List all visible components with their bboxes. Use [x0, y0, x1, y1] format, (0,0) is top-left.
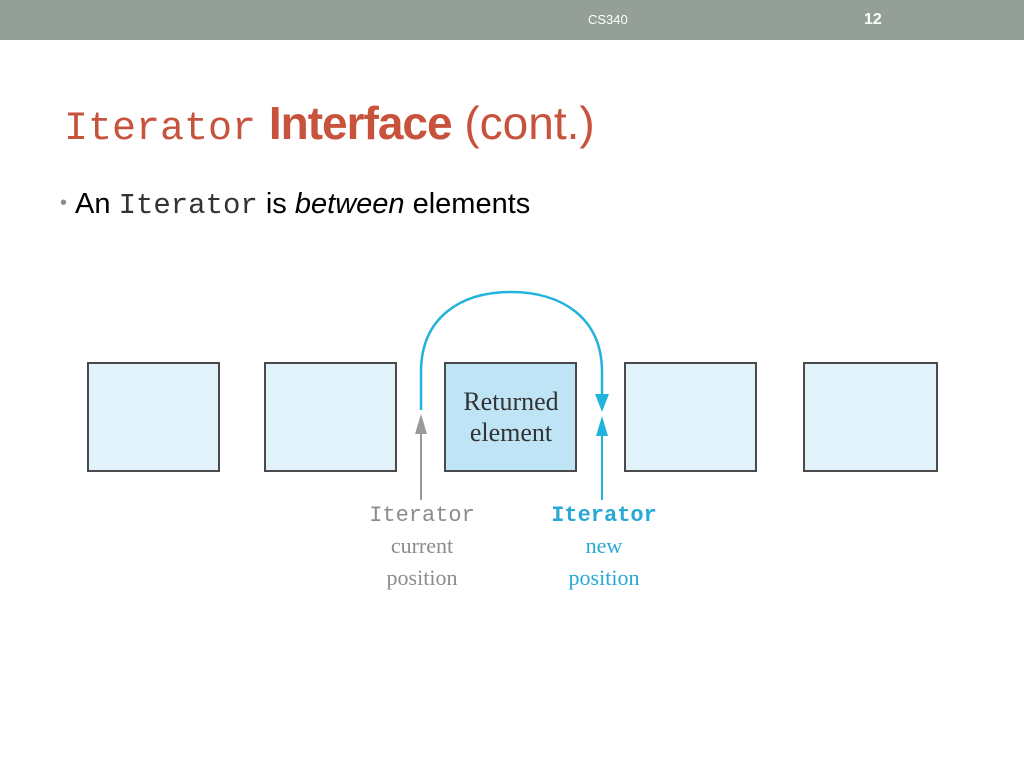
move-arc-arrow: [419, 290, 604, 410]
header-bar: CS340 12: [0, 0, 1024, 40]
bullet-mid: is: [265, 188, 287, 220]
title-bold-word: Interface: [268, 97, 453, 149]
current-label-line3: position: [387, 565, 458, 590]
arc-arrowhead: [595, 394, 609, 412]
returned-element-box: [444, 362, 577, 472]
returned-label-line1: Returned: [463, 387, 558, 416]
new-label-line2: new: [586, 533, 623, 558]
bullet-tail: elements: [412, 188, 531, 220]
current-label-line1: Iterator: [369, 503, 475, 528]
element-box-2: [264, 362, 397, 472]
element-box-1: [87, 362, 220, 472]
new-label-line3: position: [569, 565, 640, 590]
returned-label-line2: element: [470, 418, 553, 447]
title-code-word: Iterator: [64, 107, 257, 152]
new-arrowhead: [596, 416, 608, 436]
new-label-line1: Iterator: [551, 503, 657, 528]
title-rest: (cont.): [464, 97, 595, 149]
slide-title: Iterator Interface (cont.): [64, 96, 595, 154]
current-label-line2: current: [391, 533, 453, 558]
current-arrowhead: [415, 414, 427, 434]
element-box-5: [803, 362, 938, 472]
bullet-item: • An Iterator is between elements: [60, 188, 530, 222]
bullet-dot: •: [60, 192, 68, 214]
course-label: CS340: [588, 12, 628, 27]
element-box-4: [624, 362, 757, 472]
slide-number: 12: [864, 11, 882, 28]
bullet-emphasis: between: [294, 188, 405, 220]
bullet-lead: An: [75, 188, 111, 220]
bullet-code: Iterator: [118, 189, 258, 222]
